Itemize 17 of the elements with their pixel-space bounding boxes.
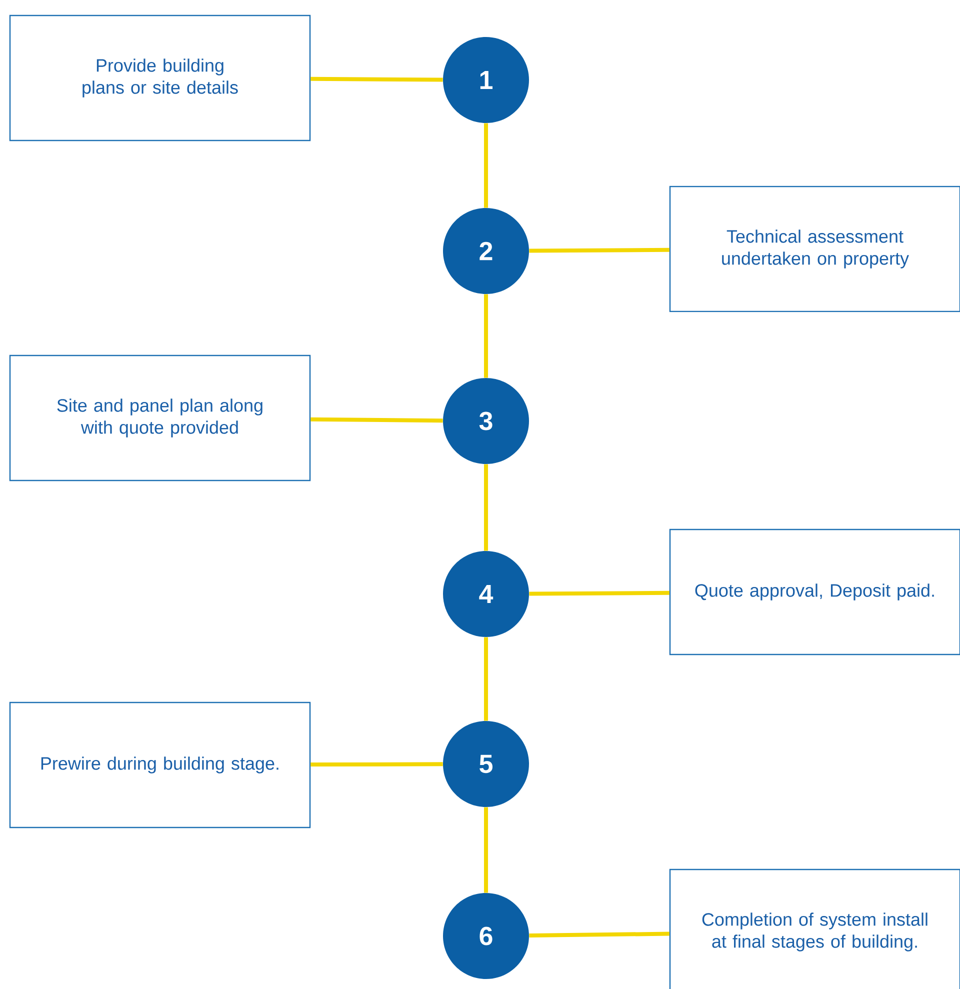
step-box: Quote approval, Deposit paid. — [669, 528, 960, 656]
connector-line — [310, 417, 443, 423]
connector-line — [484, 123, 488, 208]
connector-line — [484, 807, 488, 893]
step-box: Completion of system install at final stages of building. — [669, 868, 960, 989]
step-box: Technical assessment undertaken on property — [669, 186, 960, 312]
connector-line — [484, 294, 488, 378]
step-box: Prewire during building stage. — [9, 702, 311, 828]
connector-line — [484, 464, 488, 551]
connector-line — [310, 76, 443, 82]
connector-line — [529, 248, 670, 253]
connector-line — [529, 590, 670, 596]
connector-line — [529, 932, 670, 938]
step-box: Provide building plans or site details — [9, 14, 311, 142]
connector-line — [484, 637, 488, 721]
connector-line — [310, 762, 443, 767]
step-box: Site and panel plan along with quote provided — [9, 354, 311, 482]
